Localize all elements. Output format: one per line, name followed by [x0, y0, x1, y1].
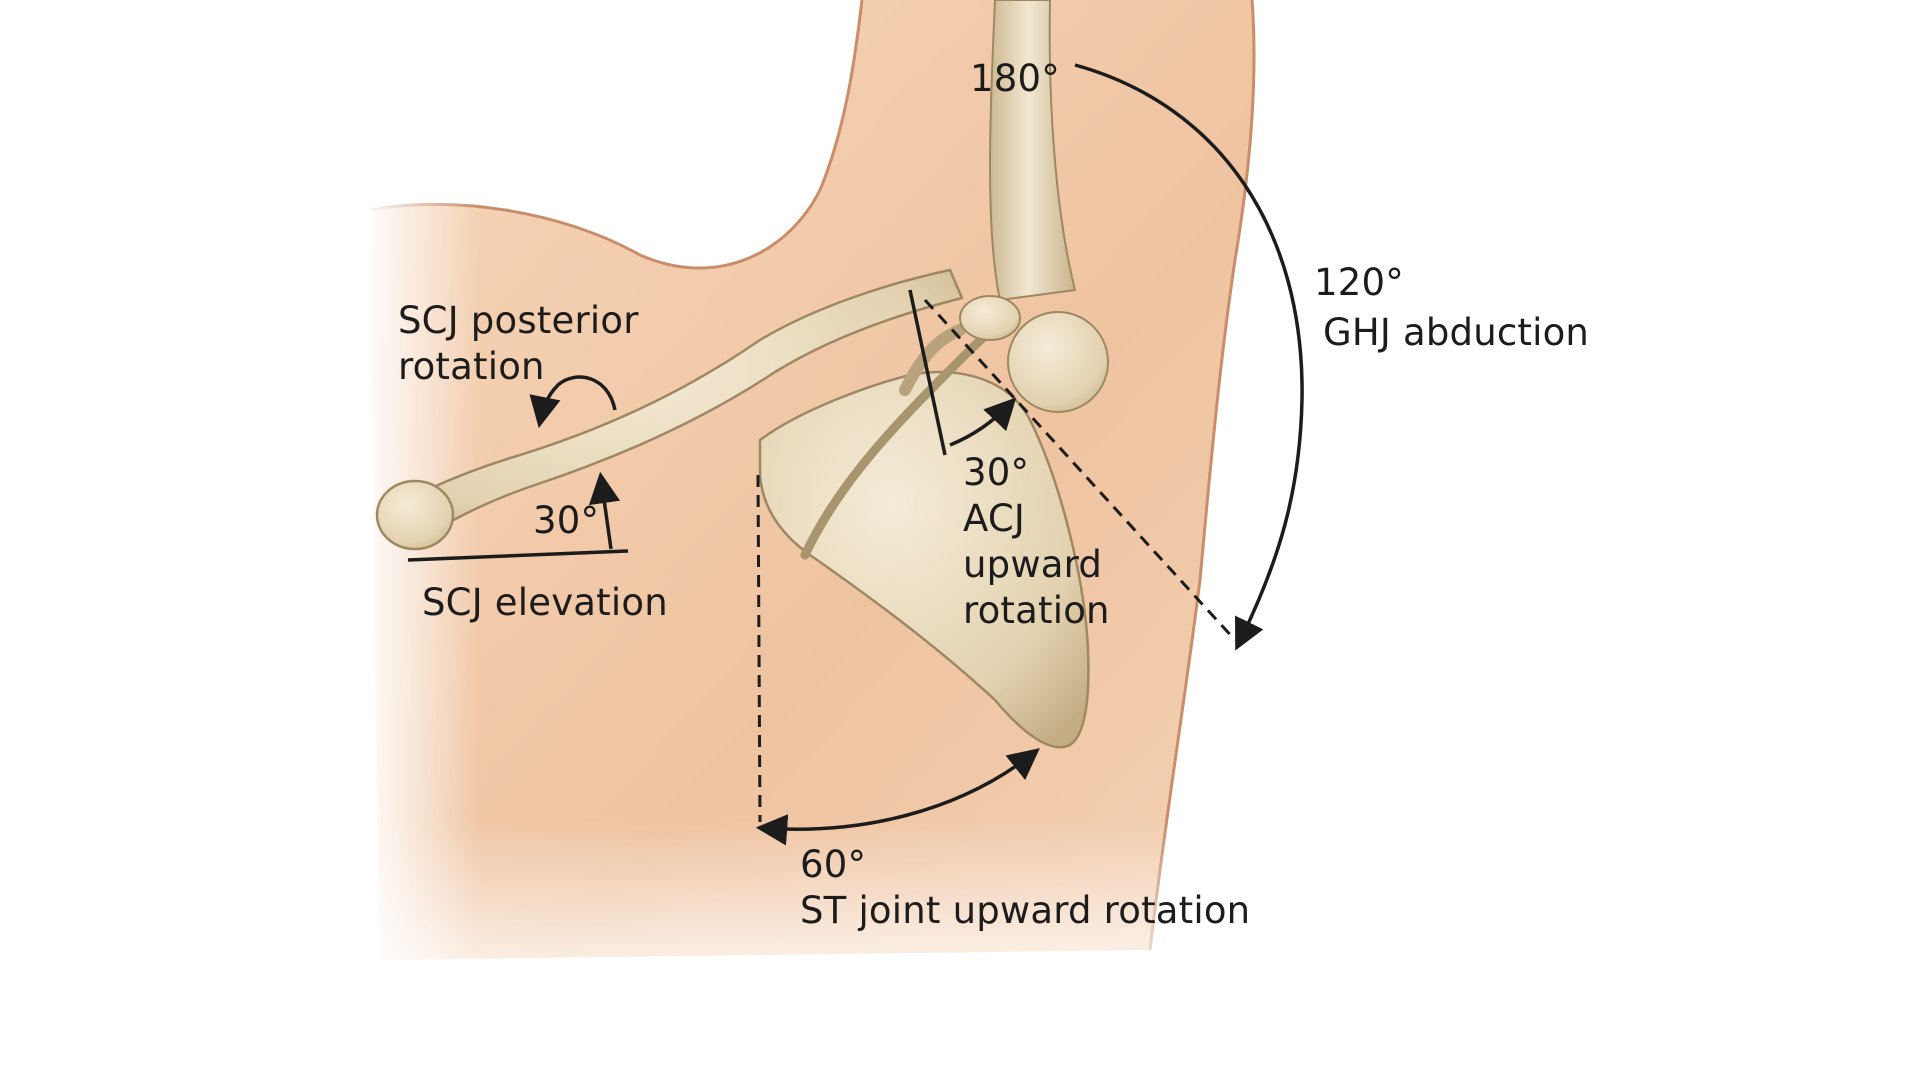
arm-outline	[369, 0, 864, 270]
acj-line3: rotation	[963, 589, 1110, 632]
scj-posterior-rotation-arrow	[529, 375, 617, 429]
humeral-head	[1007, 311, 1109, 413]
clavicle	[390, 268, 964, 546]
acj-line1: ACJ	[963, 497, 1026, 540]
scj-horizontal-reference	[407, 549, 629, 562]
acj-upward-rotation-label: 30° ACJ upward rotation	[963, 450, 1110, 634]
sternal-end-of-clavicle	[375, 479, 455, 551]
st-joint-name-label: ST joint upward rotation	[800, 889, 1251, 932]
scj-elevation-arrow	[588, 471, 621, 550]
acj-line2: upward	[963, 543, 1103, 586]
ghj-total-angle-label: 180°	[970, 57, 1060, 100]
scj-posterior-rotation-line1: SCJ posterior	[398, 299, 639, 342]
coracoid-process	[899, 324, 966, 396]
ghj-abduction-name-label: GHJ abduction	[1323, 311, 1590, 354]
scj-elevation-name-label: SCJ elevation	[422, 581, 668, 624]
acj-rotation-arrow	[949, 397, 1017, 447]
acj-angle: 30°	[963, 451, 1030, 494]
st-joint-angle-label: 60°	[800, 843, 867, 886]
st-joint-rotation-arc	[755, 748, 1040, 846]
scj-posterior-rotation-line2: rotation	[398, 345, 545, 388]
ghj-abduction-angle-label: 120°	[1314, 261, 1404, 304]
scj-posterior-rotation-label: SCJ posterior rotation	[398, 298, 639, 390]
arm-back-outline	[1148, 0, 1256, 951]
acj-dashed-reference-line	[923, 298, 1237, 642]
humerus-shaft	[989, 0, 1077, 302]
acj-solid-line	[908, 289, 947, 456]
scj-elevation-angle-label: 30°	[533, 499, 600, 542]
ghj-abduction-arc	[1074, 63, 1304, 651]
acromion	[959, 295, 1021, 341]
